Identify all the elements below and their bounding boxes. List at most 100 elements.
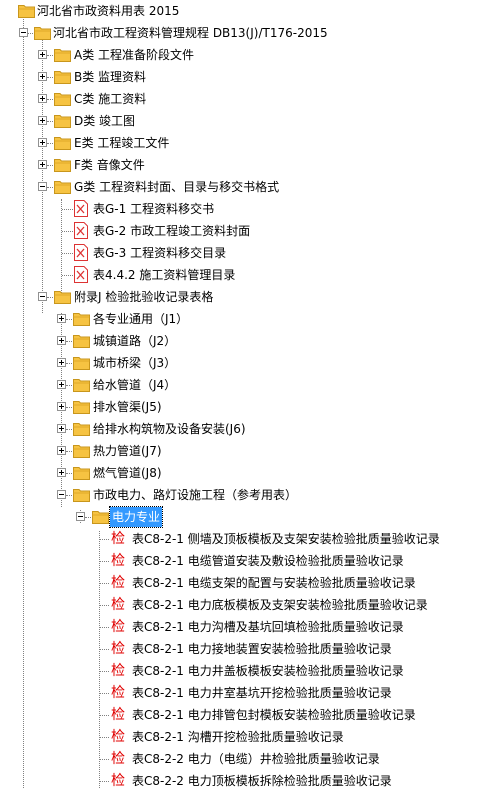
- tree-node-j-item[interactable]: 给水管道（J4）: [0, 374, 491, 396]
- tree-node-label: D类 竣工图: [74, 114, 136, 128]
- tree-connector-line: [62, 253, 73, 254]
- tree-node-j-item[interactable]: 排水管渠(J5): [0, 396, 491, 418]
- tree-node-category[interactable]: A类 工程准备阶段文件: [0, 44, 491, 66]
- tree-connector-line: [100, 671, 109, 672]
- tree-connector-line: [100, 759, 109, 760]
- tree-node-root[interactable]: 河北省市政资料用表 2015: [0, 0, 491, 22]
- expand-icon[interactable]: [38, 50, 47, 59]
- tree-node-spec[interactable]: 河北省市政工程资料管理规程 DB13(J)/T176-2015: [0, 22, 491, 44]
- tree-node-form[interactable]: 检表C8-2-1 电力排管包封模板安装检验批质量验收记录: [0, 704, 491, 726]
- tree-node-doc[interactable]: 表G-2 市政工程竣工资料封面: [0, 220, 491, 242]
- tree-node-j-item[interactable]: 热力管道(J7): [0, 440, 491, 462]
- tree-node-doc[interactable]: 表G-3 工程资料移交目录: [0, 242, 491, 264]
- tree-node-category[interactable]: G类 工程资料封面、目录与移交书格式: [0, 176, 491, 198]
- tree-node-j-item[interactable]: 给排水构筑物及设备安装(J6): [0, 418, 491, 440]
- folder-icon: [54, 91, 71, 106]
- tree-node-doc[interactable]: 表G-1 工程资料移交书: [0, 198, 491, 220]
- tree-node-form[interactable]: 检表C8-2-2 电力（电缆）井检验批质量验收记录: [0, 748, 491, 770]
- tree-node-category[interactable]: B类 监理资料: [0, 66, 491, 88]
- expand-icon[interactable]: [38, 160, 47, 169]
- tree-node-form[interactable]: 检表C8-2-1 电缆支架的配置与安装检验批质量验收记录: [0, 572, 491, 594]
- tree-connector-line: [66, 473, 72, 474]
- tree-connector-line: [100, 781, 109, 782]
- tree-node-form[interactable]: 检表C8-2-1 电力沟槽及基坑回填检验批质量验收记录: [0, 616, 491, 638]
- tree-node-form[interactable]: 检表C8-2-1 电力接地装置安装检验批质量验收记录: [0, 638, 491, 660]
- tree-node-label: 表C8-2-1 电力接地装置安装检验批质量验收记录: [132, 642, 392, 656]
- tree-node-form[interactable]: 检表C8-2-2 电力顶板模板拆除检验批质量验收记录: [0, 770, 491, 792]
- tree-node-label: 表C8-2-1 电缆管道安装及敷设检验批质量验收记录: [132, 554, 404, 568]
- tree-connector-line: [100, 737, 109, 738]
- expand-icon[interactable]: [38, 72, 47, 81]
- tree-connector-line: [47, 143, 53, 144]
- expand-icon[interactable]: [57, 358, 66, 367]
- tree-node-form[interactable]: 检表C8-2-1 沟槽开挖检验批质量验收记录: [0, 726, 491, 748]
- tree-node-label: 表C8-2-1 电力底板模板及支架安装检验批质量验收记录: [132, 598, 428, 612]
- tree-node-form[interactable]: 检表C8-2-1 电缆管道安装及敷设检验批质量验收记录: [0, 550, 491, 572]
- expand-icon[interactable]: [38, 116, 47, 125]
- tree-node-label: 给水管道（J4）: [93, 378, 177, 392]
- tree-connector-line: [100, 715, 109, 716]
- tree-node-label: 表G-1 工程资料移交书: [93, 202, 215, 216]
- tree-node-form[interactable]: 检表C8-2-1 电力底板模板及支架安装检验批质量验收记录: [0, 594, 491, 616]
- tree-node-selected[interactable]: 电力专业: [0, 506, 491, 528]
- tree-connector-line: [85, 517, 91, 518]
- collapse-icon[interactable]: [38, 182, 47, 191]
- tree-node-category[interactable]: C类 施工资料: [0, 88, 491, 110]
- tree-node-j-item[interactable]: 燃气管道(J8): [0, 462, 491, 484]
- tree-connector-line: [28, 33, 33, 34]
- expand-icon[interactable]: [57, 446, 66, 455]
- tree-node-label: 表C8-2-2 电力顶板模板拆除检验批质量验收记录: [132, 774, 392, 788]
- tree-node-j-item[interactable]: 城市桥梁（J3）: [0, 352, 491, 374]
- tree-node-category[interactable]: D类 竣工图: [0, 110, 491, 132]
- tree-node-j-item[interactable]: 市政电力、路灯设施工程（参考用表）: [0, 484, 491, 506]
- tree-node-doc[interactable]: 表4.4.2 施工资料管理目录: [0, 264, 491, 286]
- expand-icon[interactable]: [57, 380, 66, 389]
- tree-node-label: 排水管渠(J5): [93, 400, 162, 414]
- folder-icon: [73, 355, 90, 370]
- tree-connector-line: [100, 627, 109, 628]
- tree-node-label: 表C8-2-1 电缆支架的配置与安装检验批质量验收记录: [132, 576, 416, 590]
- collapse-icon[interactable]: [57, 490, 66, 499]
- tree-node-j-item[interactable]: 城镇道路（J2）: [0, 330, 491, 352]
- tree-connector-line: [66, 341, 72, 342]
- inspection-form-icon: 检: [111, 685, 125, 701]
- collapse-icon[interactable]: [38, 292, 47, 301]
- folder-icon: [73, 333, 90, 348]
- tree-connector-line: [62, 275, 73, 276]
- expand-icon[interactable]: [57, 314, 66, 323]
- tree-node-appendix[interactable]: 附录J 检验批验收记录表格: [0, 286, 491, 308]
- tree-node-j-item[interactable]: 各专业通用（J1）: [0, 308, 491, 330]
- expand-icon[interactable]: [38, 94, 47, 103]
- tree-connector-line: [23, 11, 24, 788]
- folder-icon: [54, 179, 71, 194]
- folder-icon: [73, 421, 90, 436]
- collapse-icon[interactable]: [19, 28, 28, 37]
- tree-node-form[interactable]: 检表C8-2-1 侧墙及顶板模板及支架安装检验批质量验收记录: [0, 528, 491, 550]
- folder-icon: [54, 135, 71, 150]
- tree-node-label: 各专业通用（J1）: [93, 312, 189, 326]
- tree-node-label: 附录J 检验批验收记录表格: [74, 290, 214, 304]
- expand-icon[interactable]: [57, 468, 66, 477]
- collapse-icon[interactable]: [76, 512, 85, 521]
- tree-node-label: 表G-2 市政工程竣工资料封面: [93, 224, 251, 238]
- expand-icon[interactable]: [57, 424, 66, 433]
- tree-node-label: 电力专业: [108, 506, 164, 528]
- tree-node-label: E类 工程竣工文件: [74, 136, 170, 150]
- tree-connector-line: [61, 199, 62, 295]
- tree-connector-line: [100, 561, 109, 562]
- expand-icon[interactable]: [57, 402, 66, 411]
- tree-connector-line: [47, 99, 53, 100]
- inspection-form-icon: 检: [111, 553, 125, 569]
- tree-connector-line: [100, 649, 109, 650]
- tree-connector-line: [66, 495, 72, 496]
- tree-node-form[interactable]: 检表C8-2-1 电力井室基坑开挖检验批质量验收记录: [0, 682, 491, 704]
- expand-icon[interactable]: [38, 138, 47, 147]
- tree-node-category[interactable]: F类 音像文件: [0, 154, 491, 176]
- tree-node-label: 表C8-2-1 电力沟槽及基坑回填检验批质量验收记录: [132, 620, 404, 634]
- tree-connector-line: [62, 231, 73, 232]
- inspection-form-icon: 检: [111, 729, 125, 745]
- expand-icon[interactable]: [57, 336, 66, 345]
- tree-node-category[interactable]: E类 工程竣工文件: [0, 132, 491, 154]
- tree-node-form[interactable]: 检表C8-2-1 电力井盖板模板安装检验批质量验收记录: [0, 660, 491, 682]
